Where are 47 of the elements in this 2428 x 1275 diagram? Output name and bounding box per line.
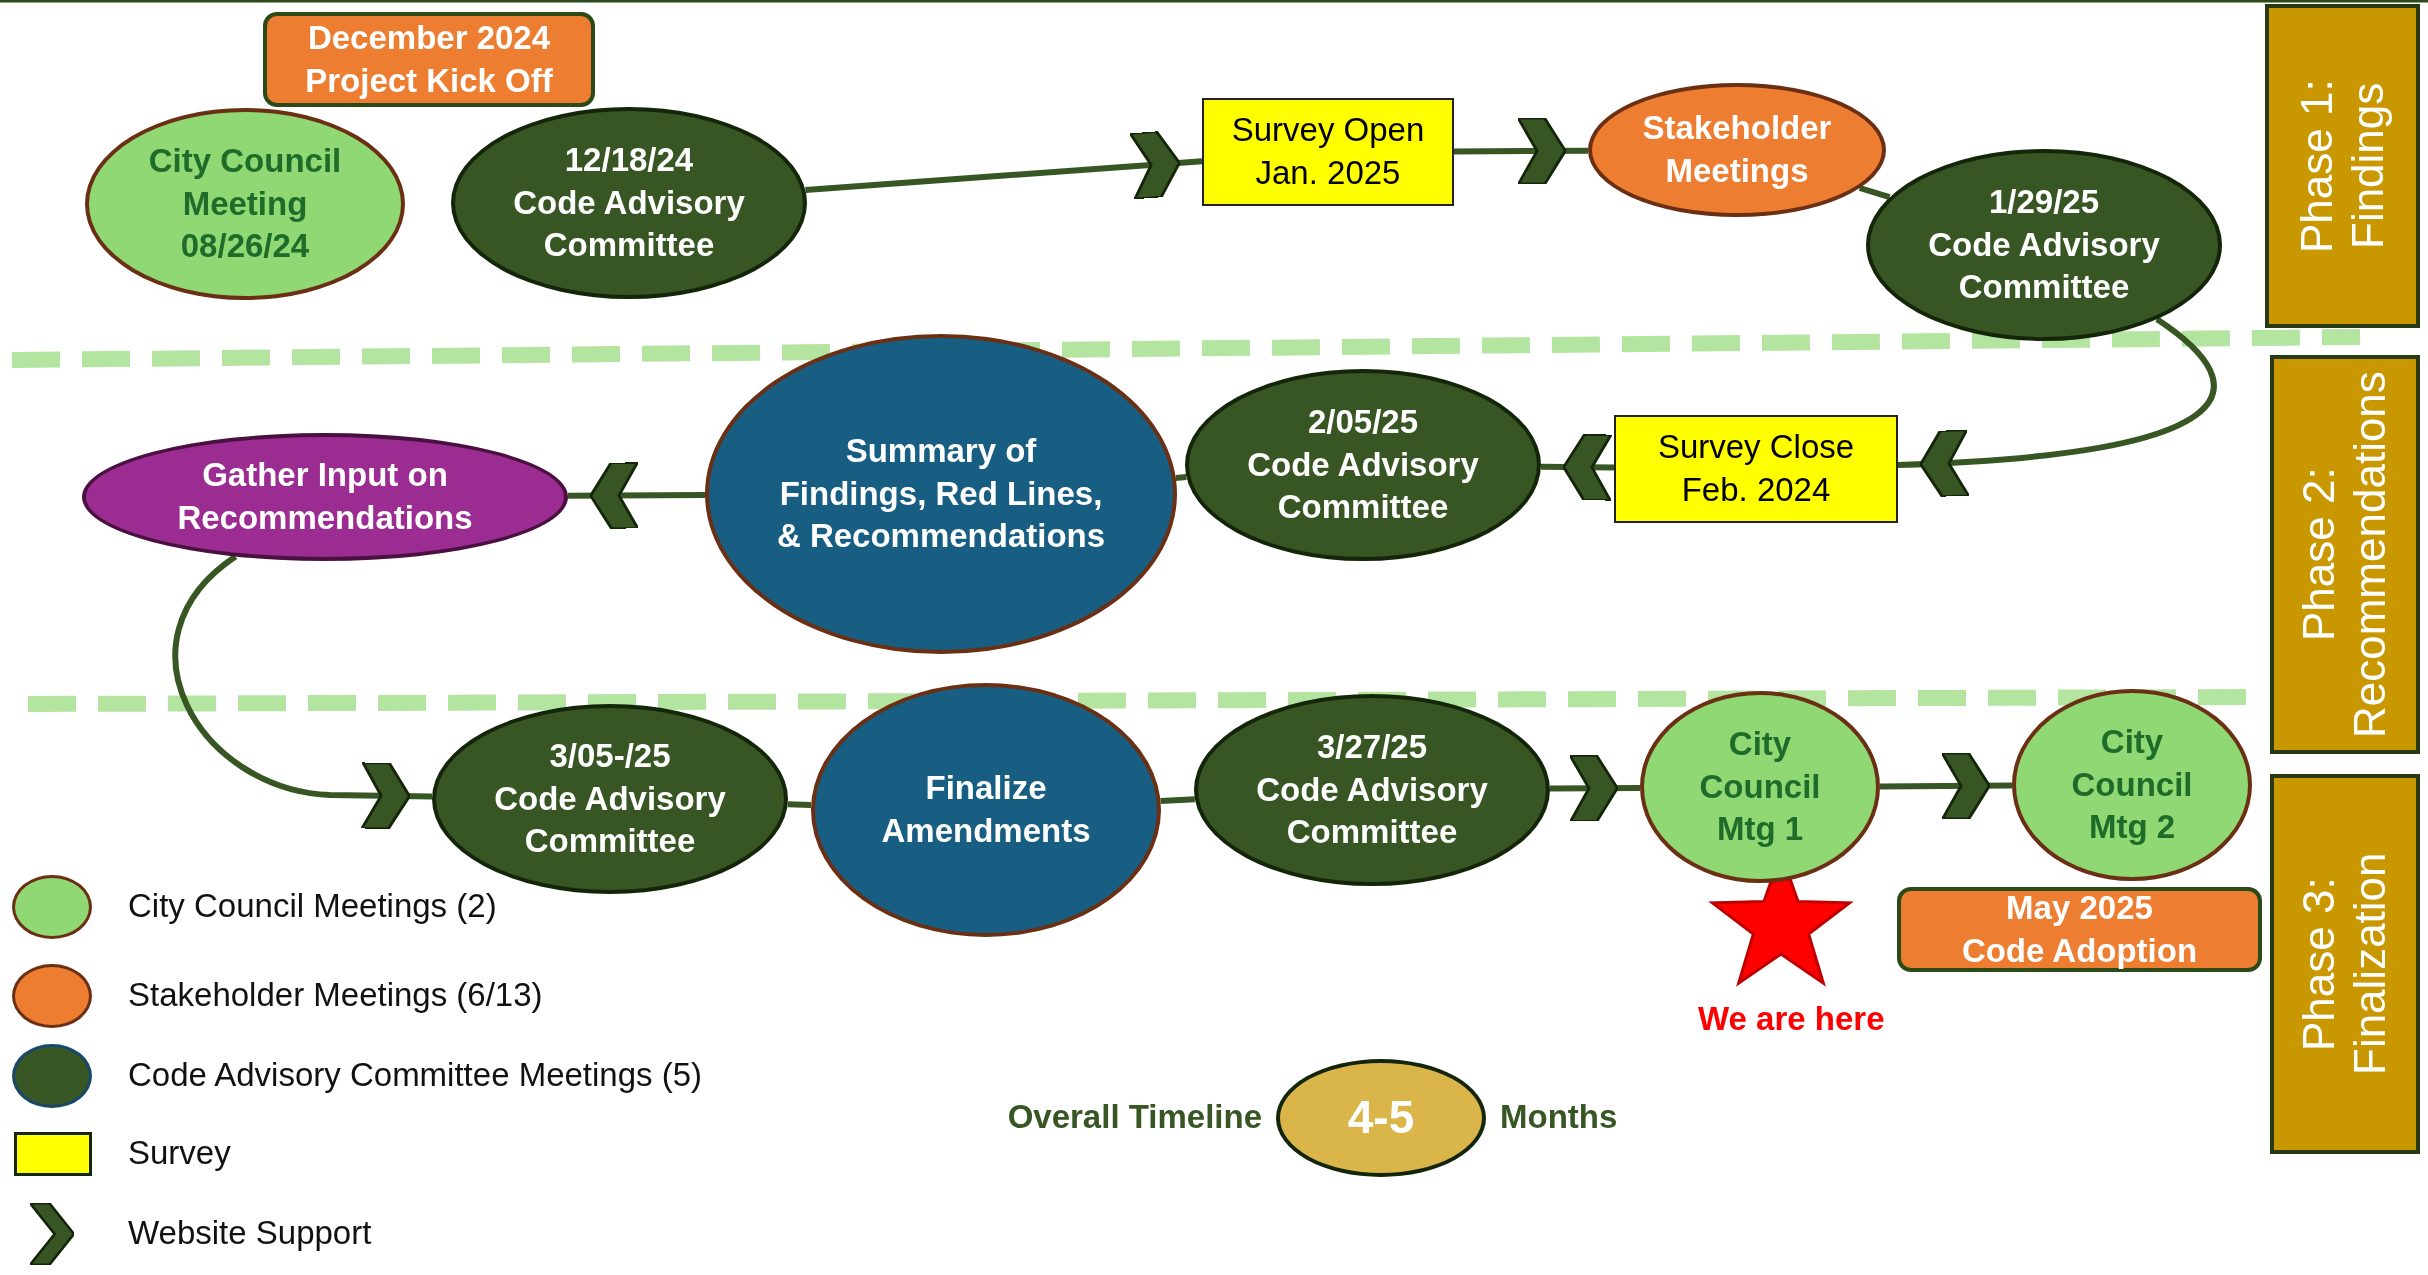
node-label: City Council Meeting: [147, 140, 343, 224]
node-label: 12/18/24: [564, 139, 694, 180]
side-label: Overall Timeline: [1007, 1098, 1262, 1136]
node-label: Code Advisory Committee: [512, 182, 746, 266]
node-label: 3/27/25: [1316, 726, 1428, 767]
connector-line: [787, 801, 812, 808]
node-label: Survey Close Feb. 2024: [1656, 427, 1856, 510]
node-label: Phase 3: Finalization: [2294, 851, 2395, 1078]
node-label: Phase 1: Findings: [2291, 78, 2393, 255]
connector-line: [1175, 474, 1187, 481]
rounded-box: [1897, 887, 2262, 972]
node-label: 2/05/25: [1307, 401, 1419, 442]
phase-band: [2265, 4, 2420, 328]
node-label: Stakeholder Meetings: [1641, 108, 1833, 191]
callout-text: We are here: [1698, 1000, 1885, 1038]
node-label: Code Advisory Committee: [1246, 444, 1480, 528]
phase-band: [2270, 774, 2420, 1154]
legend-text: Survey: [128, 1134, 231, 1172]
node-label: Code Advisory Committee: [1255, 769, 1489, 853]
legend-text: Website Support: [128, 1214, 372, 1252]
node-label: Project Kick Off: [305, 60, 553, 101]
connector-line: [1160, 796, 1195, 804]
node-label: May 2025: [2006, 887, 2153, 928]
survey-box: [1614, 415, 1898, 523]
node-label: Survey Open Jan. 2025: [1230, 110, 1426, 193]
node-label: Summary of Findings, Red Lines, & Recommendations: [776, 430, 1106, 557]
node-label: City Council Mtg 1: [1698, 723, 1822, 850]
node-label: Code Adoption: [1961, 930, 2198, 971]
legend-text: Code Advisory Committee Meetings (5): [128, 1056, 703, 1094]
rounded-box: [263, 12, 595, 107]
node-label: 08/26/24: [180, 226, 310, 267]
connector-line: [1858, 185, 1891, 201]
node-label: 4-5: [1347, 1090, 1415, 1146]
node-label: Gather Input on Recommendations: [176, 455, 474, 538]
legend-text: Stakeholder Meetings (6/13): [128, 976, 543, 1014]
node-label: 3/05-/25: [549, 735, 671, 776]
node-label: 1/29/25: [1988, 181, 2100, 222]
node-label: Code Advisory Committee: [493, 778, 727, 862]
node-label: Code Advisory Committee: [1927, 224, 2161, 308]
survey-box: [1202, 98, 1454, 206]
node-label: Finalize Amendments: [880, 768, 1092, 851]
phase-band: [2270, 355, 2420, 754]
legend-text: City Council Meetings (2): [128, 887, 497, 925]
node-label: City Council Mtg 2: [2070, 721, 2194, 848]
node-label: December 2024: [307, 17, 551, 58]
node-label: Phase 2: Recommendations: [2294, 370, 2395, 739]
side-label: Months: [1500, 1098, 1618, 1136]
